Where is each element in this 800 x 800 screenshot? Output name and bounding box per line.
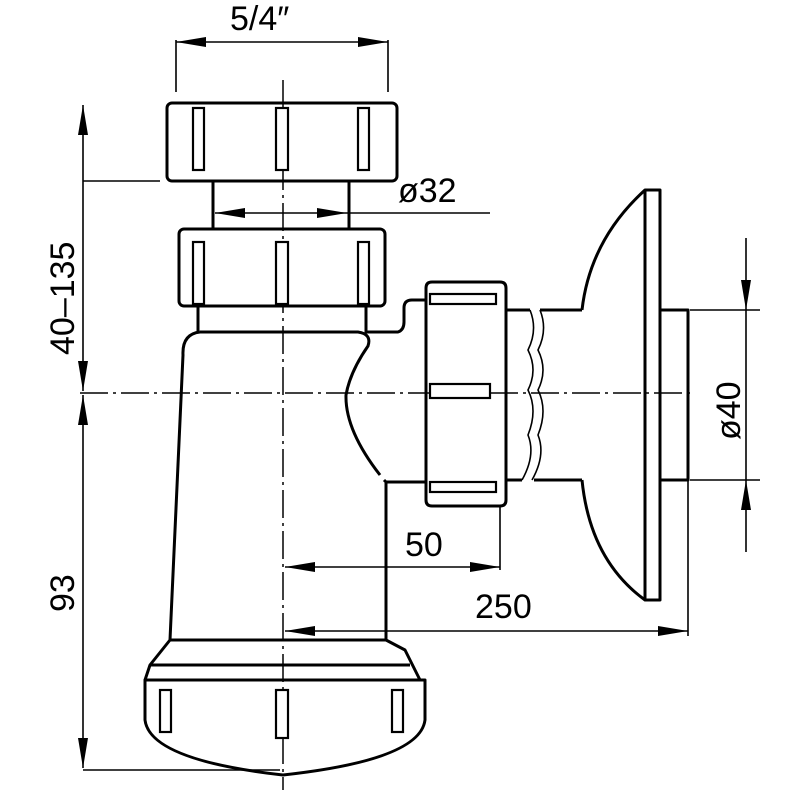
body-flare	[150, 638, 410, 667]
outlet-pipe	[506, 308, 582, 482]
label-height-range: 40–135	[44, 242, 82, 355]
label-outlet-offset: 50	[405, 526, 443, 564]
dimension-heights	[78, 105, 280, 771]
dimension-total-length	[285, 480, 689, 636]
dimension-outlet-diameter	[690, 238, 760, 552]
outlet-nut	[386, 280, 508, 508]
collar	[196, 298, 426, 334]
dimension-thread	[175, 37, 389, 92]
centerlines	[80, 80, 695, 790]
bottom-cap	[143, 678, 427, 777]
wall-escutcheon	[580, 188, 690, 602]
inlet-neck	[211, 181, 351, 230]
label-inlet-diameter: ø32	[398, 172, 457, 210]
label-outlet-diameter: ø40	[710, 381, 748, 440]
label-thread-size: 5/4″	[230, 0, 289, 38]
label-trap-height: 93	[44, 574, 82, 612]
label-total-length: 250	[475, 588, 532, 626]
top-nut	[165, 101, 399, 183]
middle-nut	[177, 227, 387, 308]
dimension-outlet-offset	[285, 506, 501, 572]
